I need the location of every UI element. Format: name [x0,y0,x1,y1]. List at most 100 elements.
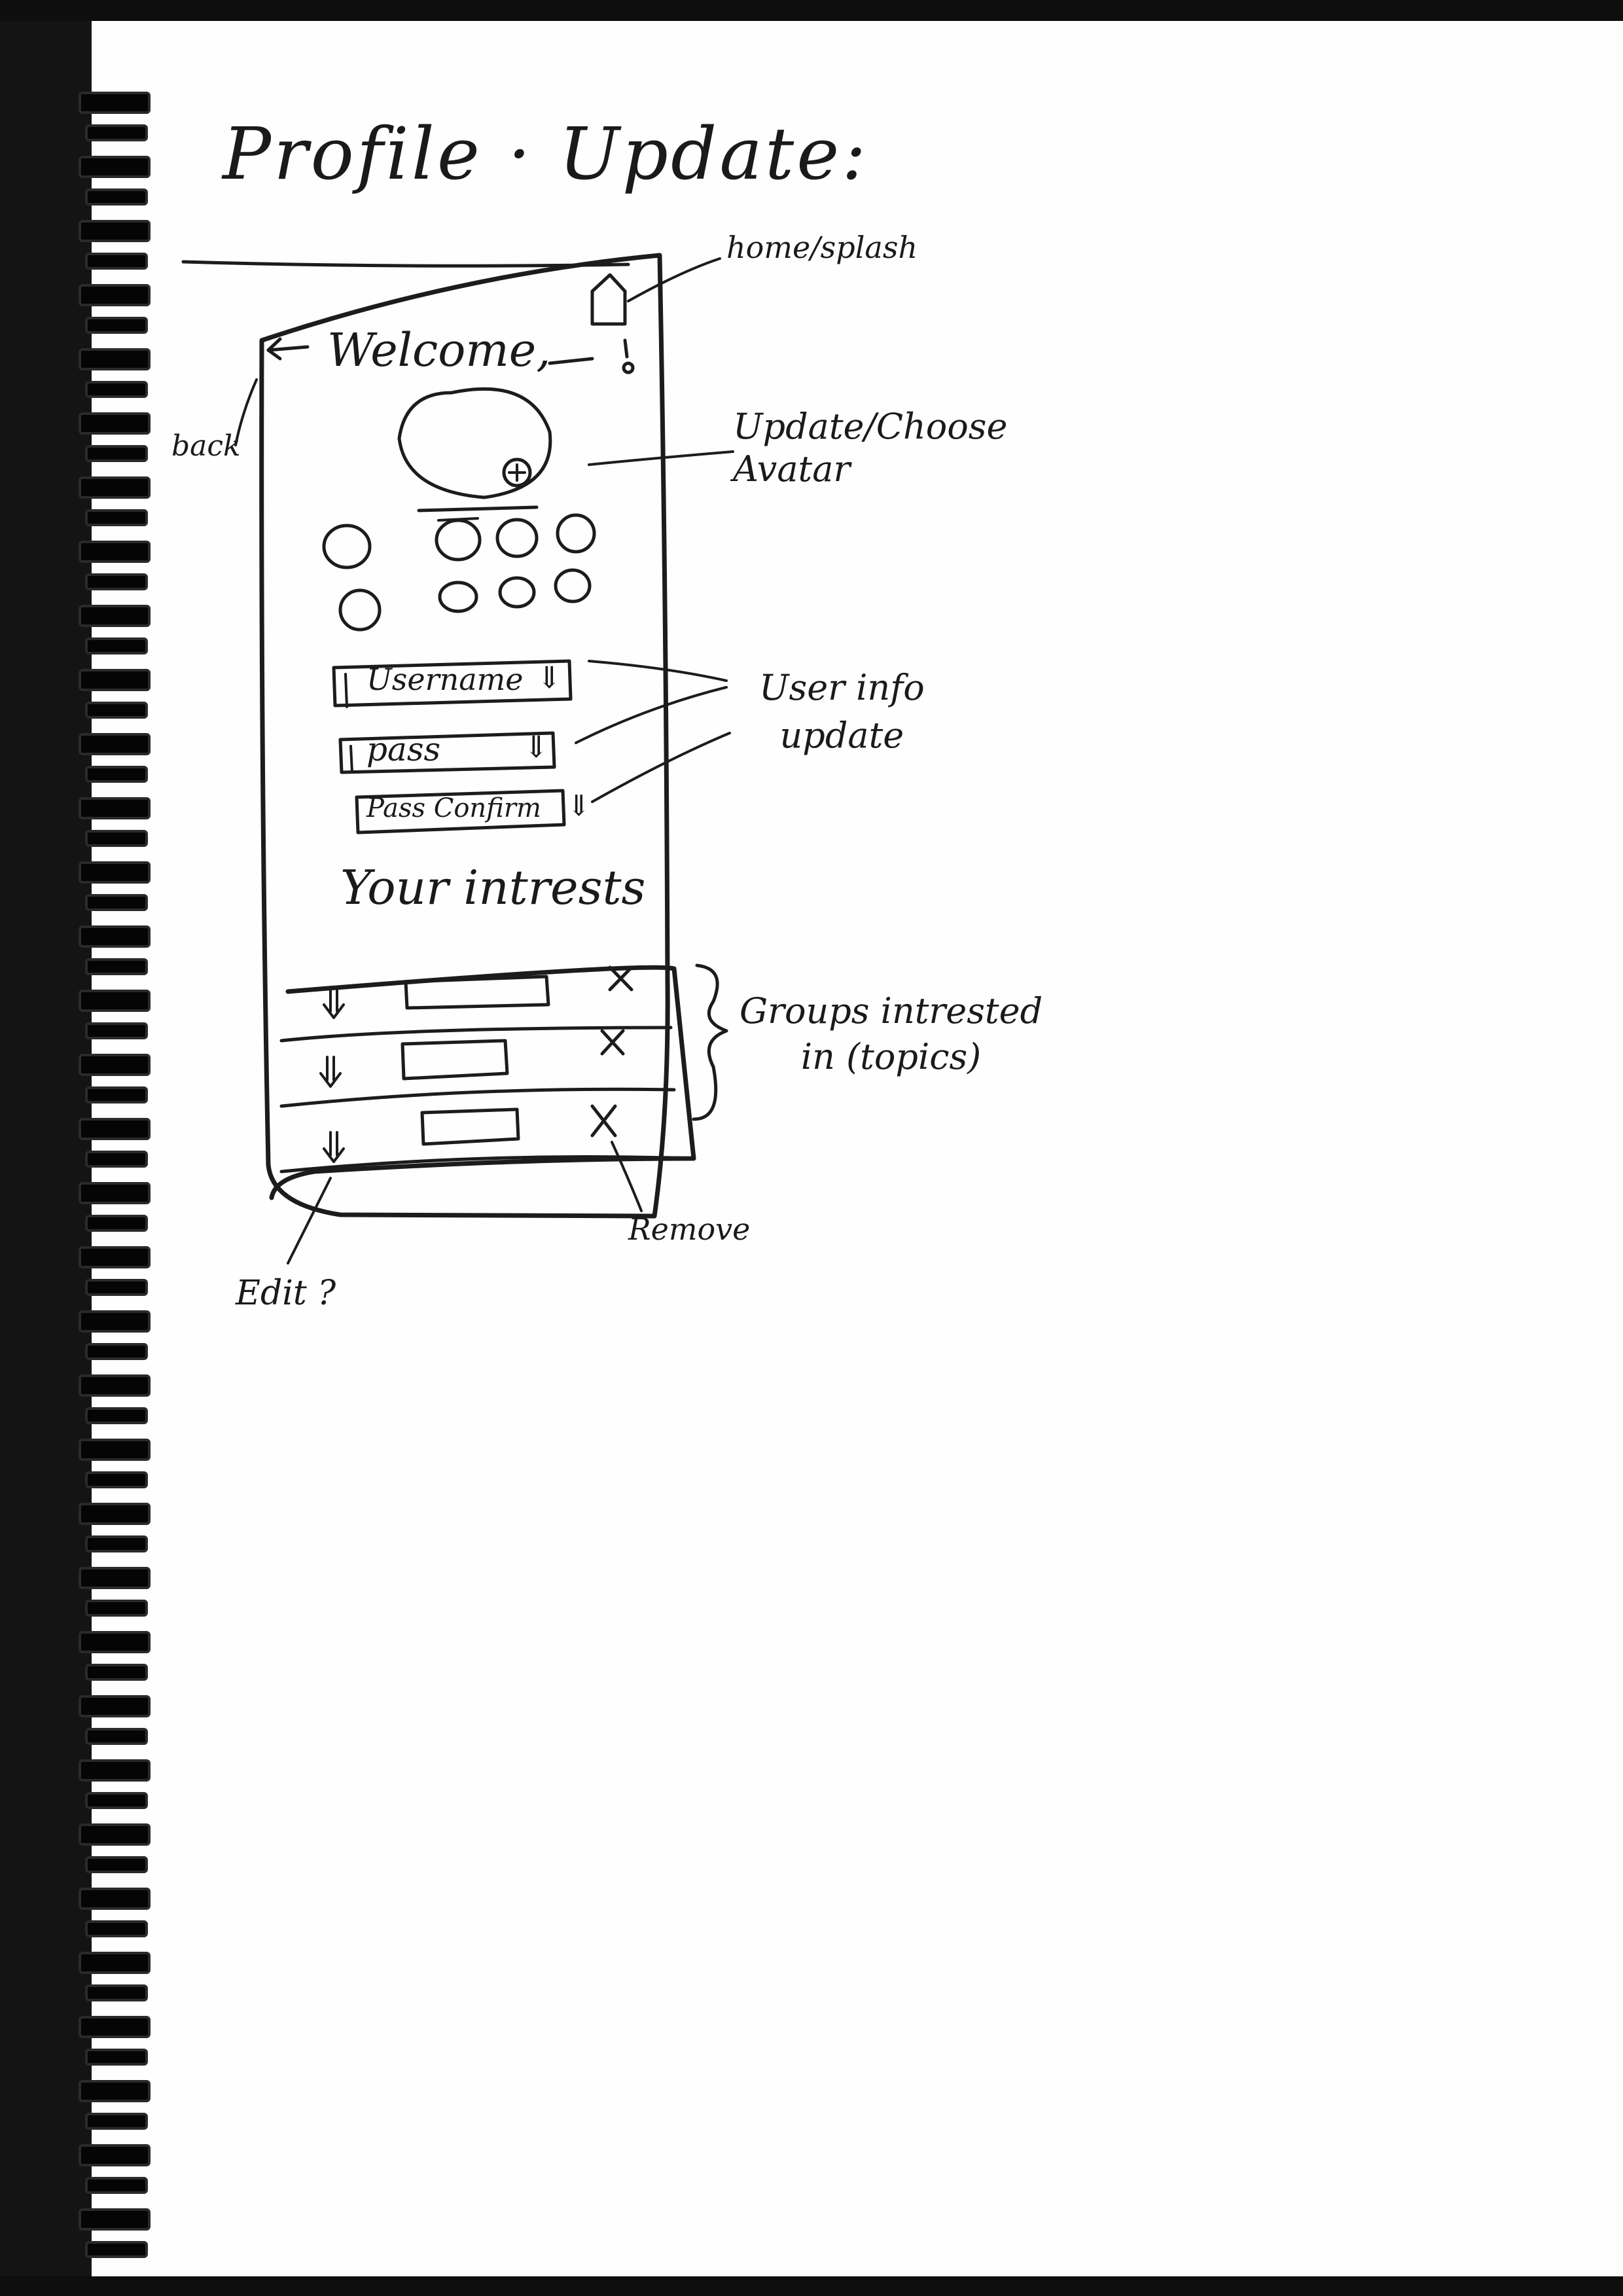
house-icon[interactable] [590,273,627,326]
spiral-ring [85,573,148,590]
spiral-ring [79,348,151,370]
double-arrow-down-icon[interactable] [323,987,345,1019]
arrow-left-icon[interactable] [266,337,310,361]
spiral-ring [85,1407,148,1424]
spiral-ring [85,1728,148,1745]
notice-dot [622,361,635,374]
avatar-options-row-2[interactable] [338,568,592,632]
spiral-ring [79,925,151,948]
spiral-ring [79,1374,151,1397]
notebook-spine [0,0,92,2296]
interests-heading: Your intrests [340,860,646,915]
spiral-ring [79,1952,151,1974]
spiral-ring [79,1182,151,1204]
spiral-ring [85,1792,148,1809]
spiral-ring [85,2113,148,2130]
interest-row-3[interactable] [420,1107,520,1146]
password-confirm-label: Pass Confirm [366,793,541,823]
spiral-ring [79,2208,151,2231]
spiral-ring [79,1759,151,1782]
spiral-ring [79,220,151,242]
spiral-ring [79,92,151,114]
spiral-ring [85,445,148,462]
spiral-ring [79,1054,151,1076]
remove-icon[interactable] [600,1029,625,1056]
spiral-ring [79,990,151,1012]
spiral-ring [85,1984,148,2001]
double-arrow-down-icon[interactable]: ⇓ [567,789,591,823]
spiral-ring [85,2049,148,2066]
double-arrow-down-icon[interactable] [323,1131,345,1163]
avatar-options-row-1[interactable] [322,513,596,569]
spiral-ring [85,1600,148,1617]
spiral-ring [85,1920,148,1937]
spiral-ring [85,894,148,911]
spiral-ring [79,476,151,499]
spiral-ring [79,1439,151,1461]
double-arrow-down-icon[interactable]: ⇓ [537,660,562,695]
spiral-ring [85,1343,148,1360]
user-info-connector-3 [591,732,731,803]
home-connector [627,257,721,302]
username-label: Username [366,662,524,697]
interest-row-2[interactable] [401,1039,509,1081]
spiral-ring [85,830,148,847]
spiral-ring [79,1631,151,1653]
spiral-ring [79,605,151,627]
double-arrow-down-icon[interactable] [319,1056,342,1088]
annotation-back: back [171,429,241,463]
spiral-ring [79,1310,151,1333]
phone-outline [259,253,670,1219]
user-info-connector-2 [575,686,728,744]
spiral-ring [85,124,148,141]
username-field[interactable] [332,659,573,708]
spiral-ring [79,797,151,819]
paper-sheet [92,21,1623,2276]
spiral-ring [85,1664,148,1681]
spiral-ring [85,188,148,206]
interest-row-divider-1 [279,1026,673,1043]
avatar-circle[interactable] [397,387,552,499]
scan-bottom-edge [0,2276,1623,2296]
welcome-dash [548,357,594,365]
spiral-ring [85,1856,148,1873]
double-arrow-down-icon[interactable]: ⇓ [524,729,549,764]
password-label: pass [366,730,441,768]
spiral-ring [79,156,151,178]
annotation-edit: Edit ? [236,1274,336,1313]
remove-icon[interactable] [608,965,633,992]
scan-top-edge [0,0,1623,21]
welcome-text: Welcome, [327,323,551,377]
annotation-groups: Groups intrested in (topics) [740,990,1043,1078]
spiral-ring [79,669,151,691]
interest-row-1[interactable] [404,975,550,1010]
password-field[interactable] [338,731,556,774]
add-avatar-icon[interactable] [502,457,532,488]
spiral-ring [79,2016,151,2038]
spiral-ring [85,766,148,783]
spiral-ring [85,1279,148,1296]
edit-connector [287,1177,332,1265]
spiral-ring [79,1246,151,1268]
spiral-ring [79,541,151,563]
spiral-ring [79,1695,151,1717]
spiral-ring [85,1151,148,1168]
avatar-underline [417,505,539,512]
password-confirm-field[interactable] [355,789,566,834]
spiral-ring [85,1215,148,1232]
spiral-ring [79,2080,151,2102]
interests-list-outline [269,965,696,1200]
remove-connector [611,1141,643,1212]
user-info-connector-1 [588,660,728,682]
spiral-ring [85,509,148,526]
interest-row-divider-2 [279,1087,676,1108]
remove-icon[interactable] [590,1104,617,1138]
spiral-ring [85,958,148,975]
annotation-avatar: Update/Choose Avatar [733,406,1008,490]
spiral-ring [79,733,151,755]
spiral-ring [85,253,148,270]
spiral-ring [85,1022,148,1039]
interest-row-divider-3 [279,1155,696,1174]
spiral-ring [79,2144,151,2166]
